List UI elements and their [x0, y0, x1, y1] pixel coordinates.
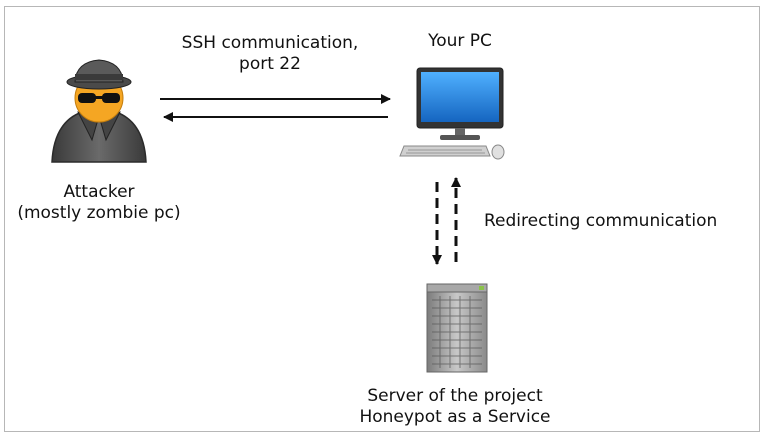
diagram-frame	[4, 6, 760, 432]
ssh-label: SSH communication, port 22	[160, 33, 380, 75]
attacker-icon	[51, 59, 147, 163]
attacker-label: Attacker (mostly zombie pc)	[6, 182, 192, 224]
server-label-line2: Honeypot as a Service	[359, 407, 551, 427]
server-icon	[426, 283, 488, 373]
server-label: Server of the project Honeypot as a Serv…	[335, 386, 575, 428]
server-label-line1: Server of the project	[367, 386, 543, 406]
ssh-label-line2: port 22	[239, 54, 301, 74]
attacker-label-line1: Attacker	[63, 182, 135, 202]
ssh-label-line1: SSH communication,	[181, 33, 359, 53]
pc-label: Your PC	[428, 31, 492, 51]
redirect-label: Redirecting communication	[484, 211, 718, 231]
desktop-computer-icon	[399, 67, 505, 160]
attacker-label-line2: (mostly zombie pc)	[17, 203, 181, 223]
